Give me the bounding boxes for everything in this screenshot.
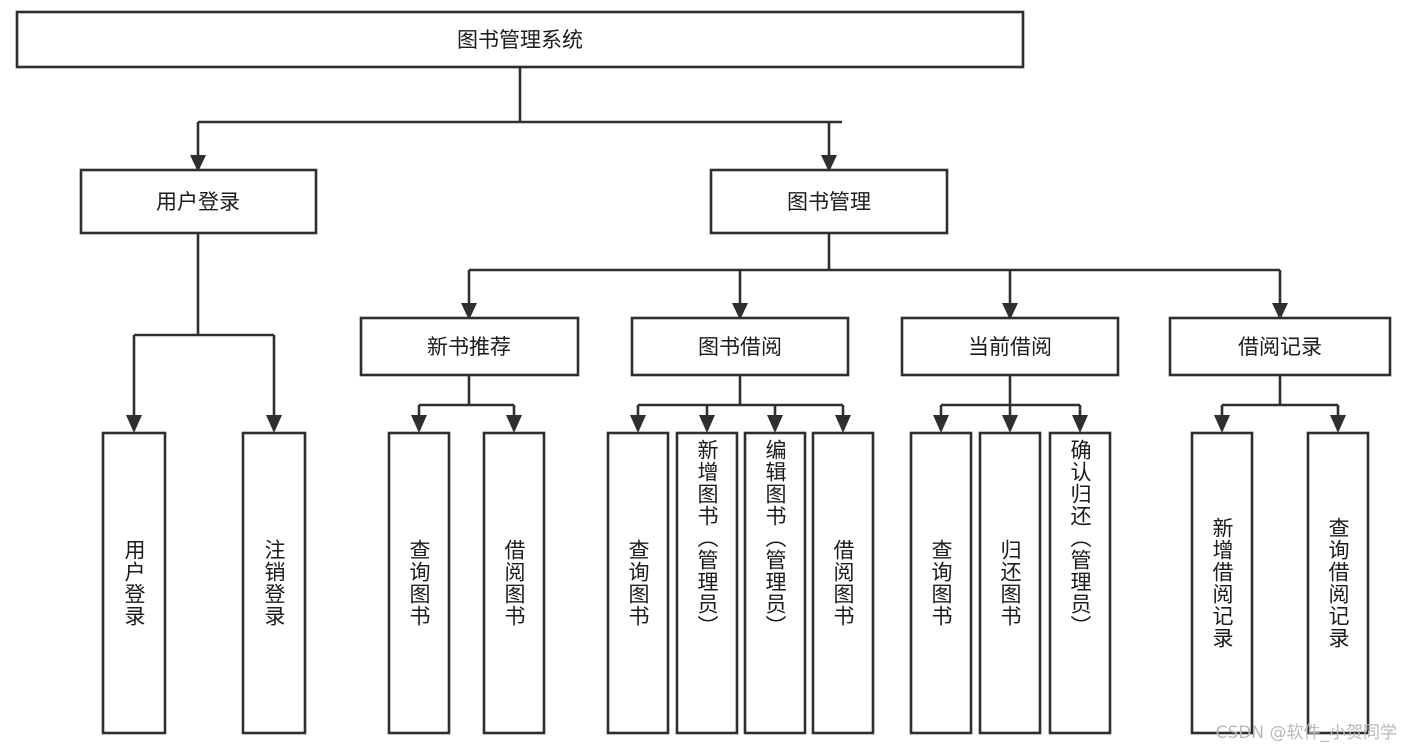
arrow-head-icon	[1214, 415, 1230, 433]
node-leaf-logout[interactable]	[241, 431, 307, 735]
arrow-head-icon	[835, 415, 851, 433]
node-leaf-add-book[interactable]	[675, 431, 739, 735]
arrow-head-icon	[1072, 415, 1088, 433]
label-new-book-recommend: 新书推荐	[427, 335, 511, 359]
arrow-head-icon	[1330, 415, 1346, 433]
node-book-management[interactable]	[709, 168, 949, 235]
node-root[interactable]	[15, 10, 1025, 69]
node-leaf-query-borrow-record[interactable]	[1306, 431, 1370, 735]
arrow-head-icon	[411, 415, 427, 433]
arrow-head-icon	[933, 415, 949, 433]
arrow-head-icon	[821, 155, 837, 172]
connector-bookborrow-to-leaves	[630, 375, 851, 433]
arrow-head-icon	[1002, 415, 1018, 433]
connector-root-to-level2	[190, 67, 842, 172]
node-leaf-query-book-2[interactable]	[606, 431, 670, 735]
label-user-login: 用户登录	[156, 190, 240, 214]
node-leaf-add-borrow-record[interactable]	[1190, 431, 1254, 735]
node-leaf-query-book-3[interactable]	[909, 431, 973, 735]
arrow-head-icon	[190, 155, 206, 172]
connector-bookmgmt-to-level3	[461, 233, 1288, 320]
arrow-head-icon	[767, 415, 783, 433]
node-leaf-return-book[interactable]	[978, 431, 1042, 735]
node-borrow-record[interactable]	[1168, 316, 1392, 377]
arrow-head-icon	[506, 415, 522, 433]
arrow-head-icon	[266, 415, 282, 433]
node-current-borrow[interactable]	[900, 316, 1120, 377]
node-user-login[interactable]	[79, 168, 318, 235]
connector-borrowrecord-to-leaves	[1214, 375, 1346, 433]
arrow-head-icon	[461, 303, 477, 320]
arrow-head-icon	[1002, 303, 1018, 320]
node-leaf-edit-book[interactable]	[743, 431, 807, 735]
connector-userlogin-to-leaves	[126, 233, 282, 433]
watermark: CSDN @软件_小贺同学	[1215, 723, 1397, 743]
label-borrow-record: 借阅记录	[1238, 335, 1322, 359]
connector-currentborrow-to-leaves	[933, 375, 1088, 433]
node-leaf-borrow-book-1[interactable]	[482, 431, 546, 735]
label-current-borrow: 当前借阅	[968, 335, 1052, 359]
label-root: 图书管理系统	[457, 28, 583, 52]
connector-newbook-to-leaves	[411, 375, 522, 433]
label-book-borrow: 图书借阅	[698, 335, 782, 359]
node-leaf-user-login[interactable]	[101, 431, 167, 735]
arrow-head-icon	[630, 415, 646, 433]
arrow-head-icon	[126, 415, 142, 433]
node-leaf-borrow-book-2[interactable]	[811, 431, 875, 735]
node-leaf-query-book-1[interactable]	[387, 431, 451, 735]
label-book-management: 图书管理	[787, 190, 871, 214]
node-new-book-recommend[interactable]	[359, 316, 580, 377]
arrow-head-icon	[732, 303, 748, 320]
node-book-borrow[interactable]	[630, 316, 850, 377]
arrow-head-icon	[1272, 303, 1288, 320]
arrow-head-icon	[699, 415, 715, 433]
node-leaf-confirm-return[interactable]	[1048, 431, 1112, 735]
